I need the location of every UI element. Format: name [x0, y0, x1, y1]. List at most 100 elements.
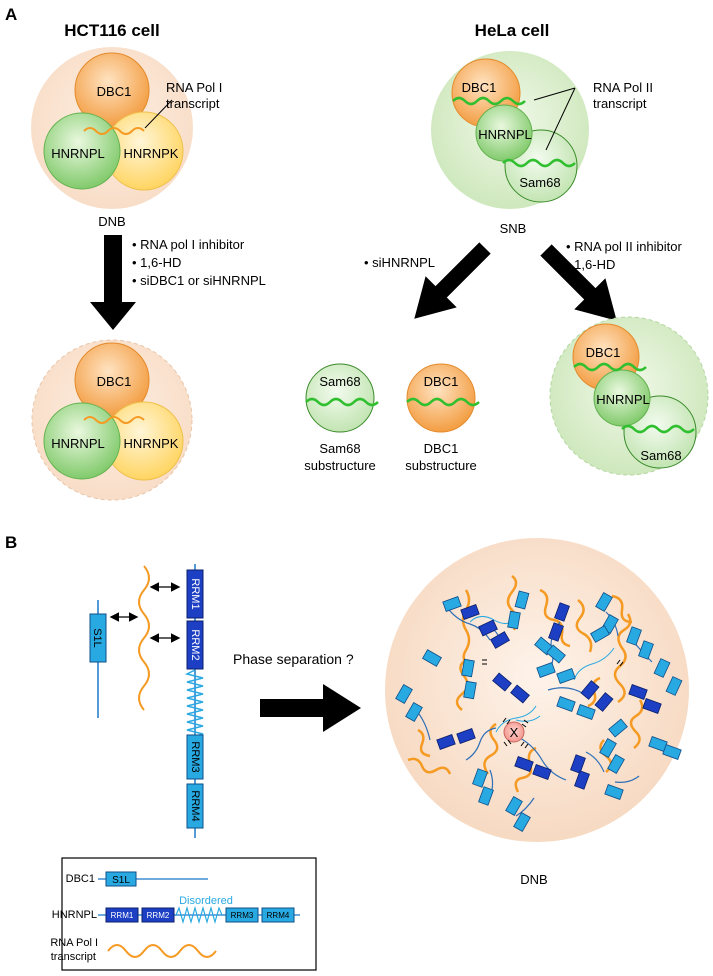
legend-rna-line1: RNA Pol I	[50, 937, 98, 949]
droplet-rrm-dark-domain	[574, 770, 590, 790]
rna-pol2-transcript-c	[573, 362, 647, 372]
rna-pol1-transcript-2	[83, 416, 145, 424]
droplet-rrm-light-domain	[422, 649, 442, 667]
rna-pol2-label-line1: RNA Pol II	[593, 80, 653, 95]
dbc1-sub-circle	[406, 363, 476, 433]
droplet-rrm-light-domain	[590, 625, 610, 643]
legend-rrm3	[225, 907, 259, 923]
rrm2-label: RRM2	[189, 629, 201, 660]
droplet-rrm-light-domain	[556, 668, 576, 684]
legend-rrm2	[141, 907, 175, 923]
sam68-label-hela-2: Sam68	[640, 448, 681, 463]
diag-arrow-left	[414, 242, 491, 319]
x-inhibitor-label: X	[510, 725, 519, 740]
pol2-pointer-b	[545, 87, 576, 151]
snb-bottom: DBC1 HNRNPL Sam68	[549, 316, 709, 476]
legend-s1l-domain	[105, 871, 137, 887]
droplet-rrm-light-domain	[546, 644, 566, 664]
hnrnpl-label-hela-2: HNRNPL	[596, 392, 649, 407]
sam68-sub-protein: Sam68	[319, 374, 360, 389]
s1l-domain	[89, 613, 107, 663]
sam68-sub-label-2: substructure	[304, 458, 376, 473]
hnrnpk-label: HNRNPK	[124, 146, 179, 161]
droplet-rrm-dark-domain	[456, 728, 476, 744]
treatment-right-1: • RNA pol II inhibitor	[566, 239, 682, 254]
legend-s1l-label: S1L	[112, 875, 130, 886]
legend-rrm4-label: RRM4	[267, 911, 290, 920]
right-arrow	[260, 684, 361, 732]
hct116-title: HCT116 cell	[64, 21, 159, 40]
droplet-rrm-light-domain	[595, 592, 613, 612]
droplet-rrm-dark-domain	[554, 602, 570, 622]
droplet-rrm-light-domain	[536, 662, 556, 678]
droplet-rrm-dark-domain	[436, 734, 456, 750]
dnb-top: DBC1 HNRNPL HNRNPK	[31, 47, 193, 209]
legend-rrm1-label: RRM1	[111, 911, 134, 920]
droplet-dnb-label: DNB	[520, 872, 547, 887]
pol2-pointer-a	[533, 87, 576, 101]
rrm2-domain	[186, 620, 204, 670]
legend-disordered-zigzag	[175, 905, 223, 925]
droplet-rrm-light-domain	[662, 744, 682, 760]
hnrnpl-label-2: HNRNPL	[51, 436, 104, 451]
hnrnpl-schematic: RRM1 RRM2 RRM3 RRM4	[184, 564, 204, 838]
legend-rrm1	[105, 907, 139, 923]
droplet-rrm-light-domain	[665, 676, 683, 696]
diag-arrow-right	[540, 244, 617, 321]
rna-pol1-transcript	[83, 127, 145, 135]
droplet-rrm-dark-domain	[510, 684, 530, 704]
legend-rrm3-label: RRM3	[231, 911, 254, 920]
droplet-rrm-dark-domain	[478, 619, 498, 637]
droplet-rrm-light-domain	[472, 768, 488, 788]
legend-dbc1-label: DBC1	[66, 873, 95, 885]
x-inhibitor-circle	[503, 721, 525, 743]
dbc1-sub-label-1: DBC1	[424, 441, 459, 456]
sam68-sub-circle	[305, 363, 375, 433]
droplet-rrm-light-domain	[442, 596, 462, 612]
snb-top: DBC1 HNRNPL Sam68	[431, 51, 589, 209]
droplet-rrm-dark-domain	[570, 754, 586, 774]
rrm3-label: RRM3	[189, 741, 201, 772]
hnrnpl-circle-hela-2	[593, 369, 651, 427]
dbc1-label-hela-2: DBC1	[586, 345, 621, 360]
legend-disordered-label: Disordered	[179, 895, 233, 907]
droplet-rrm-light-domain	[607, 754, 625, 774]
rrm3-domain	[186, 734, 204, 780]
droplet-rrm-light-domain	[653, 658, 671, 678]
droplet-rrm-light-domain	[478, 786, 494, 806]
rna-pol2-transcript-d	[621, 424, 695, 434]
droplet-rrm-dark-domain	[628, 684, 648, 700]
dnb-droplet-large: X	[385, 538, 689, 842]
hnrnpk-label-2: HNRNPK	[124, 436, 179, 451]
droplet-rrm-light-domain	[638, 640, 654, 660]
dbc1-label: DBC1	[97, 84, 132, 99]
droplet-rrm-dark-domain	[642, 698, 662, 714]
sam68-sub-rna	[305, 397, 379, 407]
treatment-1: • RNA pol I inhibitor	[132, 237, 245, 252]
droplet-rrm-dark-domain	[460, 604, 480, 620]
sam68-label-hela: Sam68	[519, 175, 560, 190]
panel-b-letter: B	[5, 533, 17, 552]
droplet-domains	[395, 590, 683, 832]
dbc1-sub-protein: DBC1	[424, 374, 459, 389]
rna-wavy-vertical	[138, 565, 150, 711]
droplet-rrm-light-domain	[599, 738, 617, 758]
rrm1-label: RRM1	[189, 578, 201, 609]
dbc1-schematic: S1L	[89, 600, 107, 718]
droplet-rrm-light-domain	[461, 658, 475, 678]
droplet-rrm-light-domain	[463, 680, 477, 700]
droplet-rrm-dark-domain	[548, 622, 564, 642]
sihnrnpl-label: • siHNRNPL	[364, 255, 435, 270]
down-arrow	[90, 235, 136, 330]
droplet-rrm-light-domain	[505, 796, 523, 816]
droplet-rrm-light-domain	[576, 704, 596, 720]
hnrnpl-circle	[43, 112, 121, 190]
droplet-rrm-light-domain	[395, 684, 413, 704]
hela-title: HeLa cell	[475, 21, 550, 40]
s1l-label: S1L	[91, 628, 103, 648]
droplet-rrm-dark-domain	[492, 672, 512, 692]
droplet-rrm-dark-domain	[490, 631, 510, 649]
rna-pol2-label-line2: transcript	[593, 96, 647, 111]
hnrnpl-label: HNRNPL	[51, 146, 104, 161]
